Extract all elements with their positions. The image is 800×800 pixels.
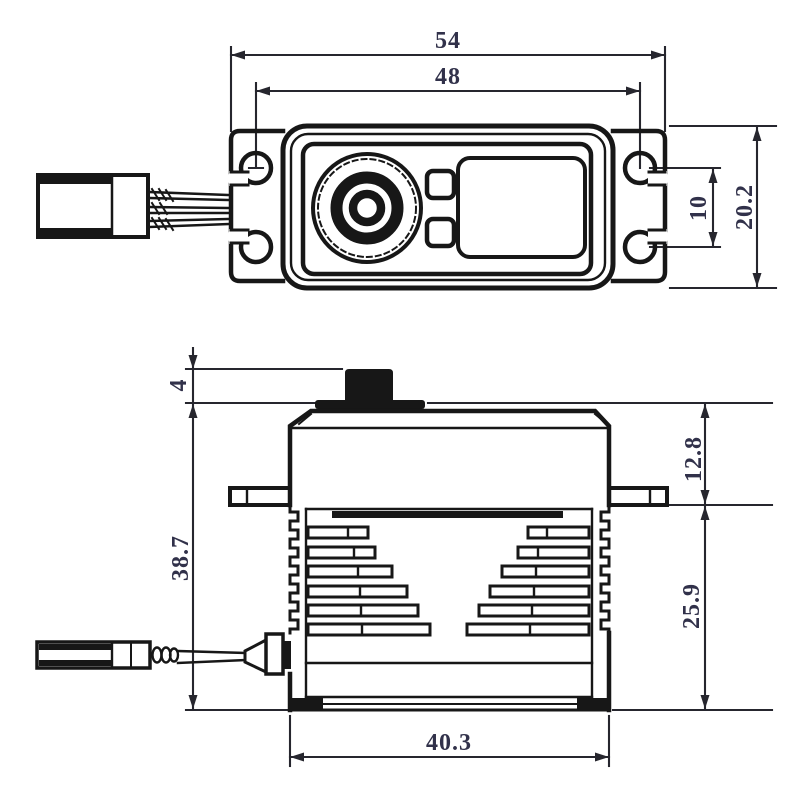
foot-left xyxy=(291,698,323,711)
dim-54 xyxy=(229,50,667,60)
servo-connector-plug-top xyxy=(36,173,150,239)
wire-hatch-marks xyxy=(150,187,175,232)
screw-boss-top xyxy=(424,168,457,201)
wire-grommet-inner xyxy=(283,641,291,669)
top-view-extension-lines xyxy=(229,45,778,290)
heatsink-fins-left xyxy=(306,525,432,637)
dim-20-2 xyxy=(752,124,762,290)
dim-overall-width-label: 54 xyxy=(435,28,461,54)
dim-10 xyxy=(708,166,718,249)
heatsink-edge-left xyxy=(288,503,300,635)
mounting-flange-right xyxy=(610,128,668,284)
dim-lower-height-label: 25.9 xyxy=(679,583,705,629)
dim-hole-span-label: 48 xyxy=(435,64,461,90)
side-view-extension-lines xyxy=(184,367,774,768)
output-shaft-side xyxy=(345,369,393,402)
dim-total-height-label: 38.7 xyxy=(168,535,194,581)
dim-shaft-height-label: 4 xyxy=(166,379,192,392)
upper-case-side xyxy=(287,408,612,508)
heatsink-section xyxy=(288,503,611,699)
servo-body-top-view xyxy=(280,123,616,291)
wire-strain-relief-cone xyxy=(243,637,268,675)
mounting-flange-left xyxy=(228,128,286,284)
heatsink-edge-right xyxy=(599,503,611,635)
servo-connector-plug-side xyxy=(35,640,152,670)
wire-grommet xyxy=(264,632,285,676)
screw-boss-bottom xyxy=(424,216,457,249)
dim-4-and-38-7 xyxy=(188,346,198,712)
dim-case-length-label: 40.3 xyxy=(426,730,472,756)
servo-wires-top xyxy=(148,187,230,232)
side-view: 4 38.7 12.8 25.9 40.3 xyxy=(35,346,774,768)
lower-case-side xyxy=(287,630,612,713)
dim-25-9 xyxy=(700,503,710,712)
output-gear-circles xyxy=(311,152,423,264)
label-area xyxy=(456,156,587,259)
dim-body-width-label: 20.2 xyxy=(732,184,758,230)
mounting-tab-right-side xyxy=(607,486,669,507)
dim-48 xyxy=(254,86,642,96)
dim-hole-offset-label: 10 xyxy=(686,195,712,221)
heatsink-fins-right xyxy=(465,525,591,637)
heatsink-top-bar xyxy=(332,511,563,518)
servo-wire-side xyxy=(151,632,291,676)
mounting-tab-left-side xyxy=(228,486,292,507)
dim-40-3 xyxy=(288,752,611,762)
foot-right xyxy=(577,698,609,711)
top-plate-strip xyxy=(315,400,425,409)
top-view: 54 48 10 20.2 xyxy=(36,28,778,291)
dim-12-8 xyxy=(700,401,710,507)
dim-upper-height-label: 12.8 xyxy=(681,436,707,482)
